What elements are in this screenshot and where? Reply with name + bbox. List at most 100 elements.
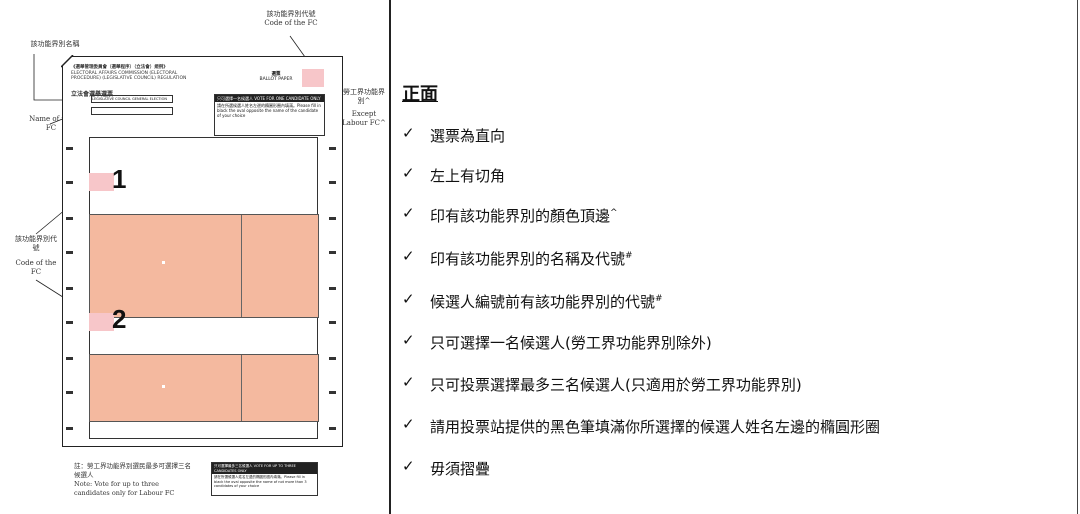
candidate-2-divider bbox=[241, 355, 242, 421]
checklist-item-text: 選票為直向 bbox=[430, 123, 505, 146]
item-marker: # bbox=[625, 251, 633, 261]
annotation-fc-code-left: 該功能界別代號 Code of the FC bbox=[12, 235, 60, 277]
ballot-label-text: 選票 bbox=[271, 72, 281, 77]
item-label: 只可投票選擇最多三名候選人(只適用於勞工界功能界別) bbox=[430, 376, 802, 394]
ballot-header-text: 《選舉管理委員會（選舉程序）（立法會）規例》 bbox=[71, 65, 168, 70]
candidate-2-oval bbox=[162, 385, 165, 388]
checklist-item-text: 印有該功能界別的名稱及代號# bbox=[430, 246, 633, 269]
check-icon: ✓ bbox=[402, 204, 415, 222]
timing-mark bbox=[66, 427, 73, 430]
timing-mark bbox=[329, 147, 336, 150]
item-label: 毋須摺疊 bbox=[430, 460, 491, 478]
annotation-text: 勞工界功能界別^ bbox=[343, 88, 385, 105]
labour-fc-note-text: Note: Vote for up to three candidates on… bbox=[74, 480, 175, 497]
candidate-1-number: 1 bbox=[112, 164, 127, 194]
candidate-2-number: 2 bbox=[112, 304, 127, 334]
candidate-1-oval bbox=[162, 261, 165, 264]
item-marker: # bbox=[655, 294, 663, 304]
timing-mark bbox=[329, 427, 336, 430]
checklist-item: ✓ 左上有切角 bbox=[402, 163, 505, 186]
section-heading: 正面 bbox=[402, 84, 438, 105]
candidate-1-fc-code bbox=[89, 173, 114, 191]
check-icon: ✓ bbox=[402, 415, 415, 433]
checklist-item-text: 毋須摺疊 bbox=[430, 456, 490, 479]
ballot-header-text: ELECTORAL AFFAIRS COMMISSION (ELECTORAL … bbox=[71, 70, 187, 82]
checklist-item-text: 請用投票站提供的黑色筆填滿你所選擇的候選人姓名左邊的橢圓形圈 bbox=[430, 414, 880, 437]
fc-name-box-2 bbox=[91, 107, 173, 115]
fc-name-box: LEGISLATIVE COUNCIL GENERAL ELECTION bbox=[91, 95, 173, 103]
checklist-item: ✓ 候選人編號前有該功能界別的代號# bbox=[402, 289, 663, 312]
labour-vote-instruction-text: 請在所選候選人姓名左邊的橢圓形圈內填滿。Please fill in black… bbox=[214, 475, 307, 488]
labour-vote-instruction-header: 只可選擇最多三名候選人 VOTE FOR UP TO THREE CANDIDA… bbox=[212, 463, 317, 474]
item-marker: ^ bbox=[610, 208, 618, 218]
check-icon: ✓ bbox=[402, 247, 415, 265]
annotation-text: 該功能界別名稱 bbox=[30, 40, 80, 48]
timing-mark bbox=[329, 217, 336, 220]
timing-mark bbox=[329, 181, 336, 184]
checklist-item-text: 候選人編號前有該功能界別的代號# bbox=[430, 289, 663, 312]
timing-mark bbox=[66, 391, 73, 394]
checklist-item: ✓ 選票為直向 bbox=[402, 123, 505, 146]
check-icon: ✓ bbox=[402, 124, 415, 142]
right-border bbox=[1077, 0, 1078, 514]
candidate-1-divider bbox=[241, 215, 242, 317]
timing-mark bbox=[329, 321, 336, 324]
fc-color-code-top bbox=[302, 69, 324, 87]
timing-mark bbox=[329, 391, 336, 394]
labour-fc-note-text: 註：勞工界功能界別選民最多可選擇三名候選人 bbox=[74, 462, 191, 479]
candidate-1-area bbox=[89, 214, 319, 318]
ballot-paper: 《選舉管理委員會（選舉程序）（立法會）規例》 ELECTORAL AFFAIRS… bbox=[61, 55, 343, 447]
timing-mark bbox=[66, 357, 73, 360]
checklist-item: ✓ 印有該功能界別的名稱及代號# bbox=[402, 246, 633, 269]
annotation-labour-fc: 勞工界功能界別^ Except Labour FC^ bbox=[342, 88, 386, 128]
check-icon: ✓ bbox=[402, 457, 415, 475]
vote-instruction-header: 只可選擇一名候選人 VOTE FOR ONE CANDIDATE ONLY bbox=[215, 95, 324, 102]
checklist-item-text: 只可選擇一名候選人(勞工界功能界別除外) bbox=[430, 330, 712, 353]
fc-name-text: LEGISLATIVE COUNCIL GENERAL ELECTION bbox=[92, 97, 167, 101]
timing-mark bbox=[66, 181, 73, 184]
check-icon: ✓ bbox=[402, 290, 415, 308]
checklist-item: ✓ 只可選擇一名候選人(勞工界功能界別除外) bbox=[402, 330, 712, 353]
checklist-item: ✓ 請用投票站提供的黑色筆填滿你所選擇的候選人姓名左邊的橢圓形圈 bbox=[402, 414, 880, 437]
annotation-fc-name: 該功能界別名稱 bbox=[20, 40, 90, 49]
timing-mark bbox=[329, 287, 336, 290]
item-label: 印有該功能界別的名稱及代號 bbox=[430, 250, 626, 268]
timing-mark bbox=[329, 357, 336, 360]
checklist-item: ✓ 毋須摺疊 bbox=[402, 456, 490, 479]
checklist-item: ✓ 只可投票選擇最多三名候選人(只適用於勞工界功能界別) bbox=[402, 372, 802, 395]
annotation-fc-name-en: Name of the FC bbox=[28, 115, 74, 133]
ballot-header: 《選舉管理委員會（選舉程序）（立法會）規例》 ELECTORAL AFFAIRS… bbox=[71, 65, 321, 97]
item-label: 印有該功能界別的顏色頂邊 bbox=[430, 207, 611, 225]
vote-instruction-text: 請在所選候選人姓名左邊的橢圓形圈內填滿。Please fill in black… bbox=[217, 103, 321, 118]
item-label: 候選人編號前有該功能界別的代號 bbox=[430, 293, 656, 311]
annotation-text: Name of the FC bbox=[29, 115, 73, 132]
item-label: 選票為直向 bbox=[430, 127, 506, 145]
timing-mark bbox=[66, 287, 73, 290]
vote-instruction-box: 只可選擇一名候選人 VOTE FOR ONE CANDIDATE ONLY 請在… bbox=[214, 94, 325, 136]
ballot-label-text: BALLOT PAPER bbox=[259, 77, 293, 82]
check-icon: ✓ bbox=[402, 164, 415, 182]
timing-mark bbox=[329, 251, 336, 254]
annotation-text: Except Labour FC^ bbox=[342, 110, 386, 127]
vertical-divider bbox=[389, 0, 391, 514]
cut-corner-icon bbox=[61, 55, 74, 68]
checklist-item-text: 只可投票選擇最多三名候選人(只適用於勞工界功能界別) bbox=[430, 372, 802, 395]
labour-fc-note: 註：勞工界功能界別選民最多可選擇三名候選人 Note: Vote for up … bbox=[74, 462, 194, 498]
labour-vote-instruction-box: 只可選擇最多三名候選人 VOTE FOR UP TO THREE CANDIDA… bbox=[211, 462, 318, 496]
check-icon: ✓ bbox=[402, 373, 415, 391]
checklist-item-text: 左上有切角 bbox=[430, 163, 505, 186]
item-label: 左上有切角 bbox=[430, 167, 506, 185]
timing-mark bbox=[66, 321, 73, 324]
ballot-label: 選票 BALLOT PAPER bbox=[259, 71, 293, 82]
checklist-item-text: 印有該功能界別的顏色頂邊^ bbox=[430, 203, 618, 226]
timing-mark bbox=[66, 147, 73, 150]
ballot-title: 立法會選舉選票 bbox=[71, 90, 114, 98]
annotation-text: 該功能界別代號 bbox=[15, 235, 57, 252]
annotation-text: Code of the FC bbox=[15, 259, 57, 276]
timing-mark bbox=[66, 251, 73, 254]
annotation-fc-code-top: 該功能界別代號 Code of the FC bbox=[248, 10, 334, 28]
timing-mark bbox=[66, 217, 73, 220]
check-icon: ✓ bbox=[402, 331, 415, 349]
checklist-item: ✓ 印有該功能界別的顏色頂邊^ bbox=[402, 203, 618, 226]
annotation-text: 該功能界別代號 bbox=[266, 10, 316, 18]
